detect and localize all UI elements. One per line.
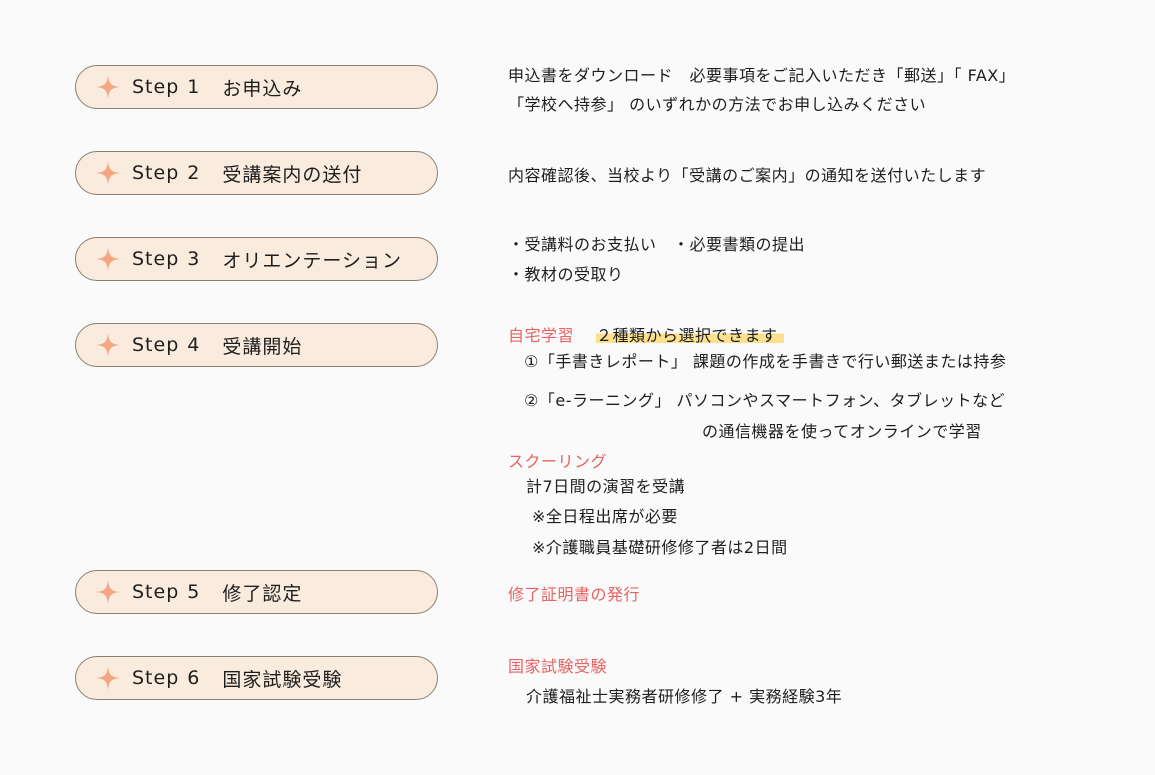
- step-title: 受講案内の送付: [222, 163, 363, 186]
- sparkle-icon: [96, 75, 120, 99]
- sparkle-icon: [96, 333, 120, 357]
- step-1-desc-line-1: 申込書をダウンロード 必要事項をご記入いただき「郵送」「 FAX」: [508, 66, 1016, 85]
- step-2-desc: 内容確認後、当校より「受講のご案内」の通知を送付いたします: [508, 166, 987, 185]
- home-study-label: 自宅学習: [508, 326, 575, 345]
- step-title: 受講開始: [222, 335, 303, 358]
- sparkle-icon: [96, 247, 120, 271]
- step-1-desc-line-2: 「学校へ持参」 のいずれかの方法でお申し込みください: [508, 95, 927, 114]
- home-study-row: 自宅学習 ２種類から選択できます: [508, 322, 784, 346]
- step-title: 国家試験受験: [222, 668, 343, 691]
- step-3-desc-line-2: ・教材の受取り: [508, 265, 624, 284]
- home-study-note: ２種類から選択できます: [596, 326, 784, 345]
- step-5-desc: 修了証明書の発行: [508, 585, 641, 604]
- option-1: ①「手書きレポート」 課題の作成を手書きで行い郵送または持参: [524, 352, 1007, 371]
- step-6-desc: 介護福祉士実務者研修修了 + 実務経験3年: [526, 687, 843, 706]
- schooling-line-2: ※全日程出席が必要: [532, 507, 678, 526]
- sparkle-icon: [96, 666, 120, 690]
- step-3-desc-line-1: ・受講料のお支払い ・必要書類の提出: [508, 235, 806, 254]
- step-title: オリエンテーション: [222, 249, 402, 272]
- option-2-line-1: ②「e-ラーニング」 パソコンやスマートフォン、タブレットなど: [524, 391, 1006, 410]
- schooling-line-3: ※介護職員基礎研修修了者は2日間: [532, 538, 788, 557]
- step-6-label: 国家試験受験: [508, 657, 608, 676]
- option-2-line-2: の通信機器を使ってオンラインで学習: [702, 422, 982, 441]
- sparkle-icon: [96, 161, 120, 185]
- step-title: お申込み: [222, 77, 303, 100]
- schooling-label: スクーリング: [508, 452, 608, 471]
- sparkle-icon: [96, 580, 120, 604]
- schooling-line-1: 計7日間の演習を受講: [526, 477, 686, 496]
- step-title: 修了認定: [222, 582, 303, 605]
